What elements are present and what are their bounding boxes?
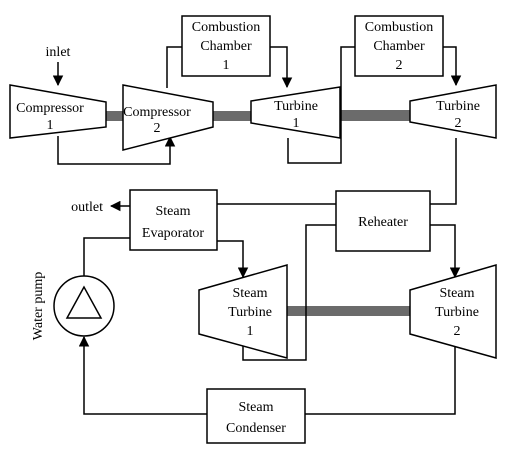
combustion1-to-turbine1-flow [270, 46, 293, 89]
inlet-label: inlet [46, 45, 71, 60]
shaft-compressor1-compressor2 [106, 111, 124, 121]
combustion2-to-turbine2-flow [443, 46, 462, 87]
combustion-chamber-2-label-line2: Chamber [373, 39, 425, 54]
steam-condenser-label-line2: Condenser [226, 421, 286, 436]
combustion-chamber-2-label-line1: Combustion [365, 20, 433, 35]
shaft-compressor2-turbine1 [213, 111, 251, 121]
turbine-1-label-line1: Turbine [274, 99, 318, 114]
steam-condenser: Steam Condenser [206, 388, 306, 444]
water-pump: Water pump [31, 272, 115, 340]
steam-condenser-label-line1: Steam [239, 400, 274, 415]
steam-turbine-2: Steam Turbine 2 [409, 264, 497, 359]
reheater-to-steamturbine2-flow [430, 224, 461, 279]
steam-turbine-1-label-line3: 1 [247, 324, 254, 339]
compressor-2-label-line2: 2 [154, 121, 161, 136]
turbine-1-label-line2: 1 [293, 116, 300, 131]
turbine2-to-reheater-flow [430, 138, 457, 205]
condenser-to-pump-flow [78, 335, 207, 415]
combustion-chamber-1-label-line1: Combustion [192, 20, 260, 35]
steam-turbine-2-label-line1: Steam [440, 286, 475, 301]
steam-evaporator: Steam Evaporator [129, 189, 218, 251]
turbine1-to-combustion2-flow [287, 46, 355, 164]
combustion-chamber-2-label-line3: 2 [396, 58, 403, 73]
steam-turbine-2-label-line3: 2 [454, 324, 461, 339]
steam-turbine-1: Steam Turbine 1 [198, 264, 288, 359]
shaft-steamturbine1-steamturbine2 [287, 306, 410, 316]
pump-triangle-icon [65, 285, 103, 319]
reheater: Reheater [335, 190, 431, 252]
compressor-2-label-line1: Compressor [123, 105, 191, 120]
outlet-label: outlet [71, 200, 103, 215]
steam-evaporator-label-line1: Steam [156, 204, 191, 219]
turbine-2-label-line2: 2 [455, 116, 462, 131]
compressor1-to-compressor2-flow [57, 135, 176, 165]
shaft-turbine1-turbine2 [340, 110, 410, 121]
pump-to-evaporator-flow [83, 237, 130, 276]
evaporator-to-steamturbine1-flow [217, 240, 249, 279]
water-pump-label: Water pump [31, 272, 46, 340]
compressor-2: Compressor 2 [122, 84, 214, 151]
turbine-1: Turbine 1 [250, 86, 341, 139]
compressor-1-label-line1: Compressor [16, 101, 84, 116]
turbine-2: Turbine 2 [409, 84, 497, 139]
compressor-1: Compressor 1 [9, 84, 107, 139]
reheater-label: Reheater [358, 215, 408, 230]
steam-evaporator-label-line2: Evaporator [142, 226, 205, 241]
combustion-chamber-2: Combustion Chamber 2 [354, 15, 444, 77]
steamturbine2-to-condenser-flow [305, 340, 456, 415]
compressor-1-label-line2: 1 [47, 118, 54, 133]
compressor2-to-combustion1-flow [166, 46, 182, 88]
combustion-chamber-1-label-line2: Chamber [200, 39, 252, 54]
steam-turbine-1-label-line1: Steam [233, 286, 268, 301]
steamturbine1-to-reheater-flow [242, 224, 336, 361]
steam-turbine-1-label-line2: Turbine [228, 305, 272, 320]
turbine-2-label-line1: Turbine [436, 99, 480, 114]
combustion-chamber-1: Combustion Chamber 1 [181, 15, 271, 77]
steam-turbine-2-label-line2: Turbine [435, 305, 479, 320]
combustion-chamber-1-label-line3: 1 [223, 58, 230, 73]
